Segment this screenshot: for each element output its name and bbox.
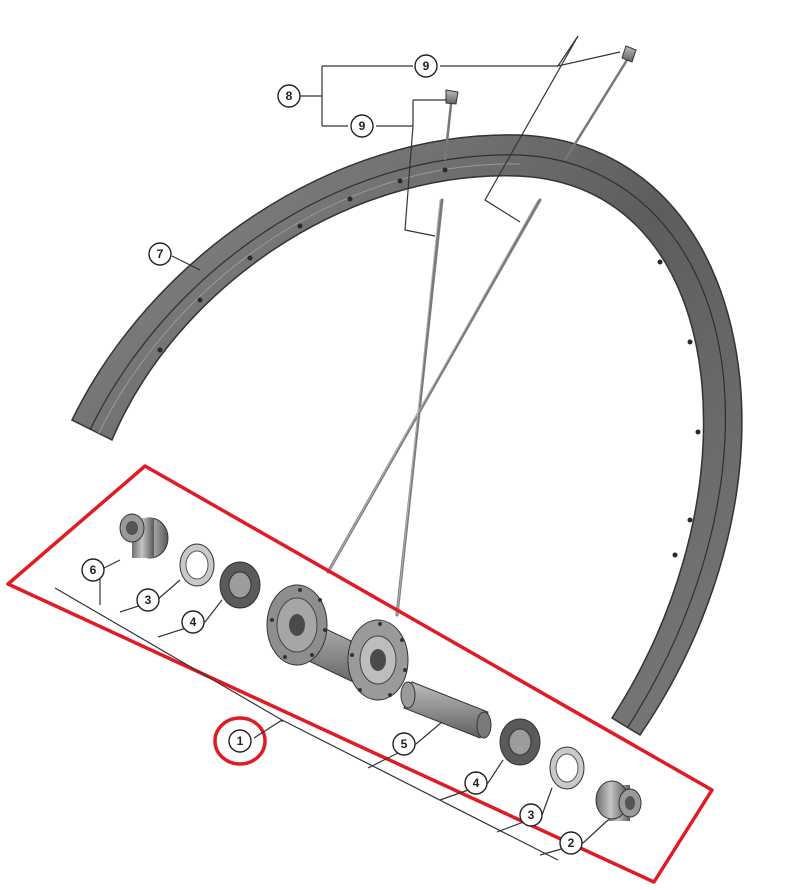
svg-text:3: 3	[145, 593, 152, 607]
svg-text:9: 9	[423, 59, 430, 73]
callout-8: 8	[277, 84, 301, 108]
callout-7: 7	[148, 242, 172, 266]
callout-3-right: 3	[519, 803, 543, 827]
callout-9-upper: 9	[414, 54, 438, 78]
spoke-nipple-upper	[563, 45, 637, 161]
bearing-right	[499, 718, 541, 766]
svg-text:6: 6	[90, 563, 97, 577]
svg-text:8: 8	[286, 89, 293, 103]
hub-body	[266, 584, 409, 701]
highlight-circle	[213, 716, 267, 766]
callout-3-left: 3	[136, 588, 160, 612]
svg-text:3: 3	[528, 808, 535, 822]
callout-2: 2	[559, 831, 583, 855]
svg-text:9: 9	[359, 119, 366, 133]
svg-text:7: 7	[157, 247, 164, 261]
spoke-nipple-lower	[443, 89, 459, 161]
callout-9-lower: 9	[350, 114, 374, 138]
svg-text:4: 4	[190, 615, 197, 629]
end-cap-right	[595, 780, 642, 821]
rim	[71, 134, 743, 737]
bearing-left	[219, 561, 261, 609]
svg-text:1: 1	[237, 734, 244, 748]
spokes	[326, 198, 542, 617]
washer-right	[549, 746, 585, 790]
washer-left	[179, 543, 215, 587]
svg-text:5: 5	[401, 737, 408, 751]
callout-5: 5	[392, 732, 416, 756]
callout-4-left: 4	[181, 610, 205, 634]
end-cap-left	[119, 513, 169, 559]
callout-1: 1	[228, 729, 252, 753]
highlight-box	[6, 464, 714, 884]
callout-4-right: 4	[464, 771, 488, 795]
svg-text:4: 4	[473, 776, 480, 790]
svg-text:2: 2	[568, 836, 575, 850]
leader-lines	[54, 35, 621, 861]
axle	[400, 681, 492, 739]
callout-6: 6	[81, 558, 105, 582]
